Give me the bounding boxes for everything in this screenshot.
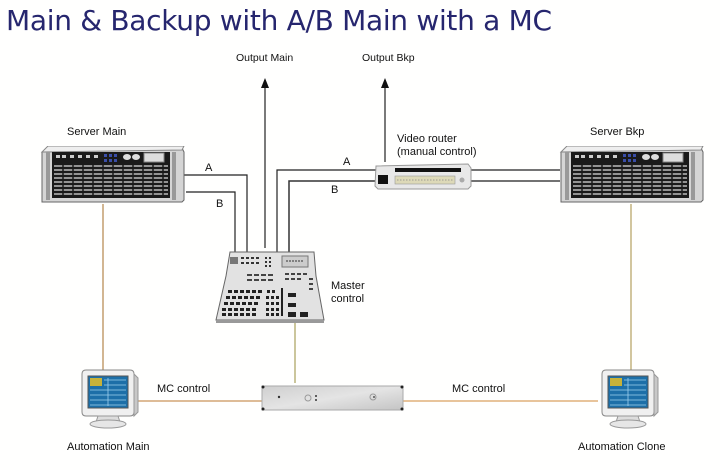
server-main-icon — [40, 146, 185, 203]
master-control-label-line2: control — [331, 293, 365, 305]
mc-controller-unit-icon — [261, 385, 404, 411]
wire-server-main-b — [186, 191, 236, 252]
output-main-arrowhead — [261, 78, 269, 88]
wire-router-b — [288, 180, 378, 252]
mc-control-label-left: MC control — [157, 383, 211, 395]
output-bkp-label: Output Bkp — [362, 52, 415, 64]
automation-clone-label: Automation Clone — [578, 441, 666, 453]
master-control-label-line1: Master — [331, 280, 365, 292]
link-a-label-main: A — [205, 162, 213, 174]
video-router-icon — [374, 163, 472, 190]
output-main-label: Output Main — [236, 52, 294, 64]
link-b-label-router: B — [331, 184, 339, 196]
link-a-label-router: A — [343, 156, 351, 168]
server-bkp-label: Server Bkp — [590, 126, 645, 138]
wire-router-a — [276, 169, 378, 252]
output-bkp-arrowhead — [381, 78, 389, 88]
server-bkp-icon — [559, 146, 704, 203]
router-label-line1: Video router — [397, 133, 457, 145]
automation-clone-monitor-icon — [601, 369, 659, 429]
link-b-label-main: B — [216, 198, 224, 210]
automation-main-monitor-icon — [81, 369, 139, 429]
automation-main-label: Automation Main — [67, 441, 150, 453]
server-main-label: Server Main — [67, 126, 127, 138]
master-control-icon — [215, 251, 325, 323]
router-label-line2: (manual control) — [397, 146, 477, 158]
diagram-title: Main & Backup with A/B Main with a MC — [6, 4, 552, 37]
mc-control-label-right: MC control — [452, 383, 506, 395]
wire-server-main-a — [182, 174, 248, 252]
